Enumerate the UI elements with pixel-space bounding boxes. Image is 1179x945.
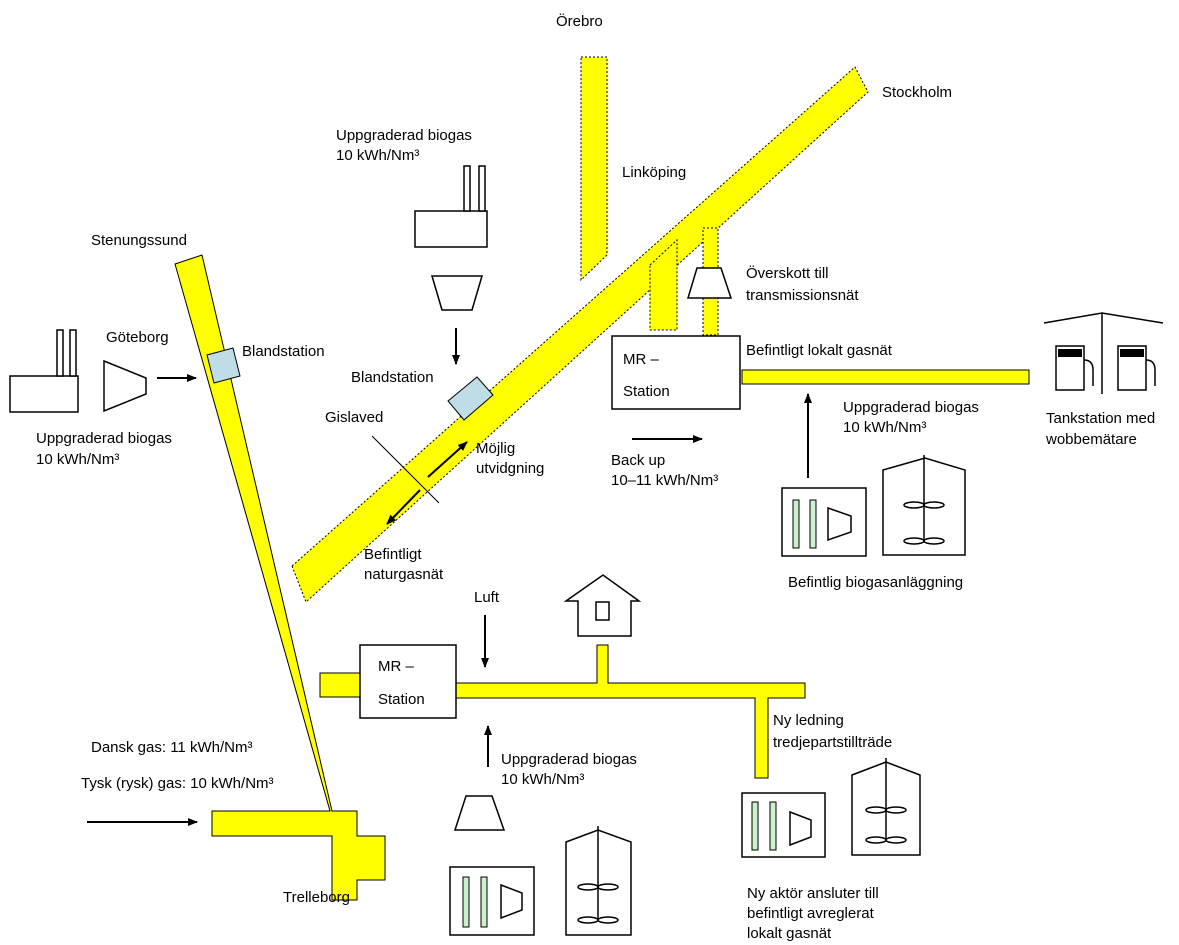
- label-ny-ledning-1: Ny ledning: [773, 712, 844, 729]
- label-mojlig-1: Möjlig: [476, 440, 516, 457]
- mr-station-bottom: [359, 644, 457, 719]
- label-blandstation-mid: Blandstation: [351, 369, 434, 386]
- label-befintlig-biogas: Befintlig biogasanläggning: [788, 574, 964, 591]
- digester-icon-bottom: [565, 826, 632, 936]
- label-mr-top-2: Station: [623, 383, 670, 400]
- compressor-icon-top: [430, 275, 484, 311]
- label-overskott-1: Överskott till: [746, 265, 829, 282]
- orebro-pipeline: [580, 56, 608, 282]
- blandstation-left-segment: [206, 347, 241, 384]
- label-biogas-bottom-2: 10 kWh/Nm³: [501, 771, 585, 788]
- label-biogas-right-1: Uppgraderad biogas: [843, 399, 979, 416]
- bottom-local-pipe: [454, 644, 806, 779]
- factory-icon: [9, 329, 79, 413]
- label-mr-bottom-1: MR –: [378, 658, 414, 675]
- label-ny-ledning-2: tredjepartstillträde: [773, 734, 893, 751]
- label-ny-aktor-1: Ny aktör ansluter till: [747, 885, 879, 902]
- upgrader-icon-bottom: [449, 866, 535, 936]
- arrow-existing-gas: [386, 489, 421, 525]
- main-pipeline: [174, 254, 386, 901]
- label-befintligt-lokalt: Befintligt lokalt gasnät: [746, 342, 892, 359]
- mr-station-top: [611, 335, 741, 410]
- compressor-icon: [103, 359, 147, 413]
- arrow-expansion: [427, 441, 468, 478]
- label-biogas-top-2: 10 kWh/Nm³: [336, 147, 420, 164]
- local-gas-network: [741, 369, 1030, 385]
- gislaved-marker: [371, 435, 440, 504]
- label-gislaved: Gislaved: [325, 409, 384, 426]
- label-linkoping: Linköping: [622, 164, 687, 181]
- label-mojlig-2: utvidgning: [476, 460, 545, 477]
- label-stenungssund: Stenungssund: [91, 232, 187, 249]
- label-tankstation-1: Tankstation med: [1046, 410, 1156, 427]
- label-backup-1: Back up: [611, 452, 666, 469]
- branch-pipeline: [291, 66, 869, 603]
- label-backup-2: 10–11 kWh/Nm³: [611, 472, 719, 489]
- label-mr-top-1: MR –: [623, 351, 659, 368]
- label-biogas-right-2: 10 kWh/Nm³: [843, 419, 927, 436]
- label-mr-bottom-2: Station: [378, 691, 425, 708]
- tank-station-icon: [1043, 312, 1164, 394]
- label-orebro: Örebro: [556, 13, 603, 30]
- compressor-icon-overskott: [686, 267, 733, 299]
- label-ny-aktor-3: lokalt gasnät: [747, 925, 832, 942]
- label-befintligt-natur-1: Befintligt: [364, 546, 422, 563]
- compressor-icon-bottom: [453, 795, 506, 831]
- label-tysk-gas: Tysk (rysk) gas: 10 kWh/Nm³: [81, 775, 274, 792]
- label-dansk-gas: Dansk gas: 11 kWh/Nm³: [91, 739, 253, 756]
- digester-icon-right: [882, 455, 966, 556]
- bottom-local-network: [319, 672, 363, 698]
- label-stockholm: Stockholm: [882, 84, 953, 101]
- digester-icon-new: [851, 758, 921, 856]
- label-biogas-left-1: Uppgraderad biogas: [36, 430, 172, 447]
- label-trelleborg: Trelleborg: [283, 889, 350, 906]
- factory-icon-top: [414, 165, 488, 248]
- label-biogas-left-2: 10 kWh/Nm³: [36, 451, 120, 468]
- label-overskott-2: transmissionsnät: [746, 287, 859, 304]
- label-biogas-top-1: Uppgraderad biogas: [336, 127, 472, 144]
- label-befintligt-natur-2: naturgasnät: [364, 566, 444, 583]
- label-luft: Luft: [474, 589, 500, 606]
- house-icon: [563, 574, 642, 637]
- upgrader-icon-right: [781, 487, 867, 557]
- blandstation-mid-segment: [447, 376, 494, 421]
- label-goteborg: Göteborg: [106, 329, 169, 346]
- label-blandstation-left: Blandstation: [242, 343, 325, 360]
- upgrader-icon-new: [741, 792, 826, 858]
- label-tankstation-2: wobbemätare: [1046, 431, 1137, 448]
- mr-top-stub: [649, 238, 678, 331]
- label-biogas-bottom-1: Uppgraderad biogas: [501, 751, 637, 768]
- label-ny-aktor-2: befintligt avreglerat: [747, 905, 874, 922]
